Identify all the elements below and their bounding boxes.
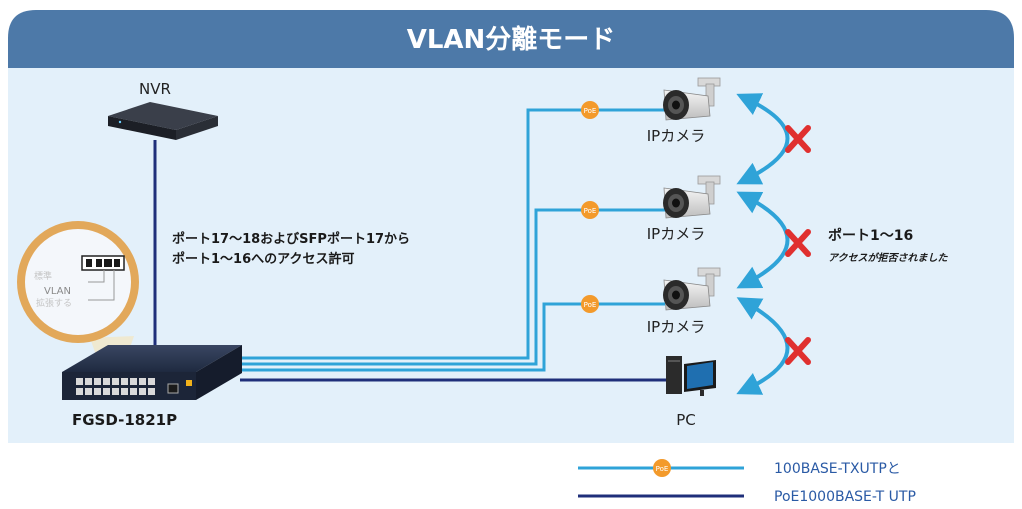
legend-label-2: PoE1000BASE-T UTP [774,489,916,505]
poe-badge: PoE [653,459,671,477]
camera2-link [240,208,665,366]
svg-text:PoE: PoE [584,107,597,115]
zoom-label-vlan: VLAN [44,286,71,297]
camera-icon [663,267,721,311]
zoom-label-standard: 標準 [34,270,52,282]
denied-title: ポート1～16 [828,227,913,244]
page-title: VLAN分離モード [407,24,616,55]
port-zoom-icon [81,255,125,301]
blocked-arc [736,93,790,185]
denied-subtitle: アクセスが拒否されました [828,252,948,264]
pc-icon [666,356,716,396]
camera2-label: IPカメラ [647,225,705,243]
deny-x-icon [785,125,811,153]
blocked-arc [736,191,790,289]
camera-icon [663,77,721,121]
switch-icon [62,345,242,400]
pc-label: PC [676,411,696,429]
nvr-label: NVR [139,80,171,98]
deny-x-icon [785,337,811,365]
poe-badge: PoE [581,101,599,119]
deny-x-icon [785,229,811,257]
camera3-label: IPカメラ [647,318,705,336]
svg-text:PoE: PoE [584,207,597,215]
zoom-label-expand: 拡張する [36,297,72,309]
camera3-link [240,302,665,372]
switch-label: FGSD-1821P [72,411,177,429]
poe-badge: PoE [581,295,599,313]
access-note-line1: ポート17～18およびSFPポート17から [172,231,410,247]
legend: PoE 100BASE-TXUTPと PoE1000BASE-T UTP [578,459,916,505]
blocked-arc [736,297,790,395]
nvr-icon [108,102,218,140]
camera1-label: IPカメラ [647,127,705,145]
svg-text:PoE: PoE [584,301,597,309]
access-note-line2: ポート1～16へのアクセス許可 [172,251,355,267]
poe-badge: PoE [581,201,599,219]
svg-text:PoE: PoE [656,465,669,473]
legend-label-1: 100BASE-TXUTPと [774,461,901,477]
switch-ports [76,378,155,395]
camera-icon [663,175,721,219]
